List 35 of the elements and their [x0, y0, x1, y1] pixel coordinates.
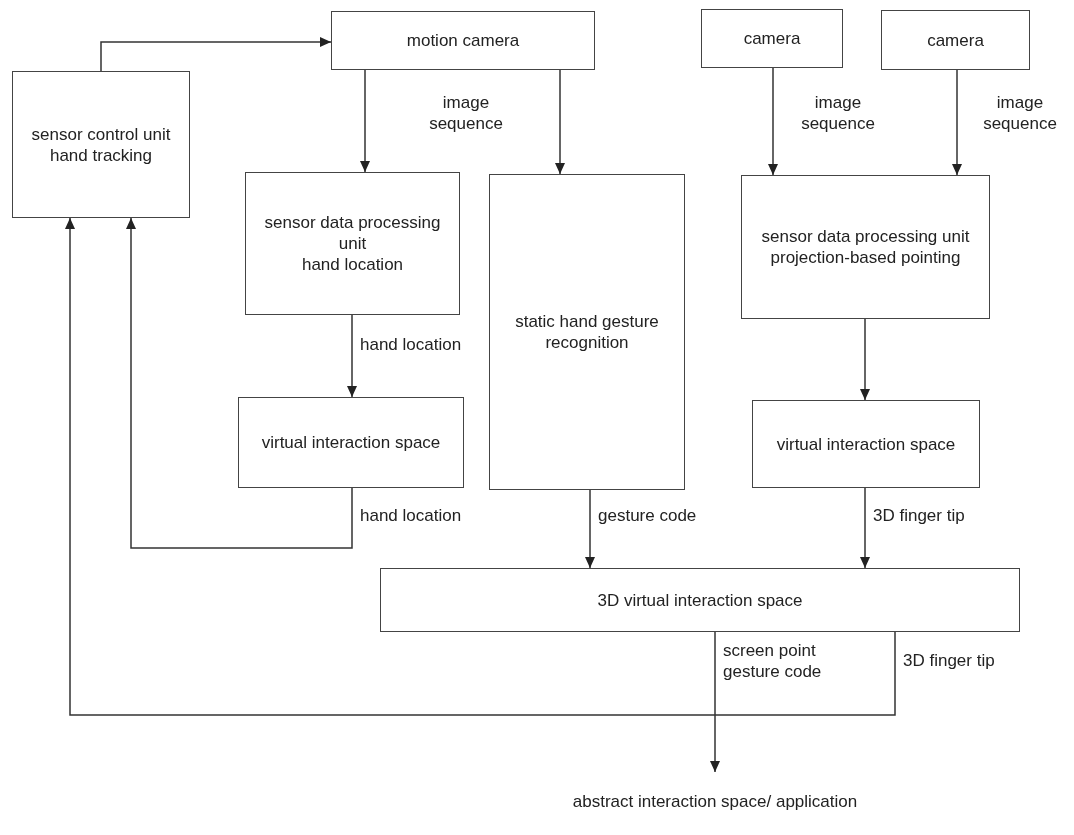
process-box — [380, 568, 1020, 632]
node-text: static hand gesture recognition — [514, 311, 660, 353]
arrow — [555, 69, 565, 175]
node-text: hand tracking — [49, 144, 153, 166]
arrow — [360, 69, 370, 173]
arrow — [710, 631, 720, 773]
process-box — [245, 172, 460, 315]
node-text: 3D virtual interaction space — [597, 589, 803, 611]
node-text: camera — [927, 29, 984, 51]
arrow — [100, 37, 332, 72]
process-box — [238, 397, 464, 488]
node-text: sensor control unit — [31, 123, 171, 145]
arrow — [952, 69, 962, 176]
node-text: camera — [743, 28, 801, 49]
node-text: virtual interaction space — [776, 433, 956, 455]
process-box — [741, 175, 990, 319]
node-text: virtual interaction space — [261, 432, 441, 453]
process-box — [752, 400, 980, 488]
arrow — [860, 318, 870, 401]
arrow — [860, 487, 870, 569]
node-text: sensor data processing unit — [761, 226, 970, 247]
process-box — [881, 10, 1030, 70]
arrow — [347, 314, 357, 398]
arrow — [585, 489, 595, 569]
arrow — [126, 217, 353, 549]
process-box — [12, 71, 190, 218]
process-box — [331, 11, 595, 70]
process-box — [701, 9, 843, 68]
node-text: projection-based pointing — [770, 247, 961, 268]
node-text: abstract interaction space/ application — [572, 790, 858, 812]
node-text: hand location — [301, 254, 404, 275]
node-text: motion camera — [406, 30, 520, 51]
arrow — [768, 67, 778, 176]
process-box — [489, 174, 685, 490]
arrow — [65, 217, 896, 716]
